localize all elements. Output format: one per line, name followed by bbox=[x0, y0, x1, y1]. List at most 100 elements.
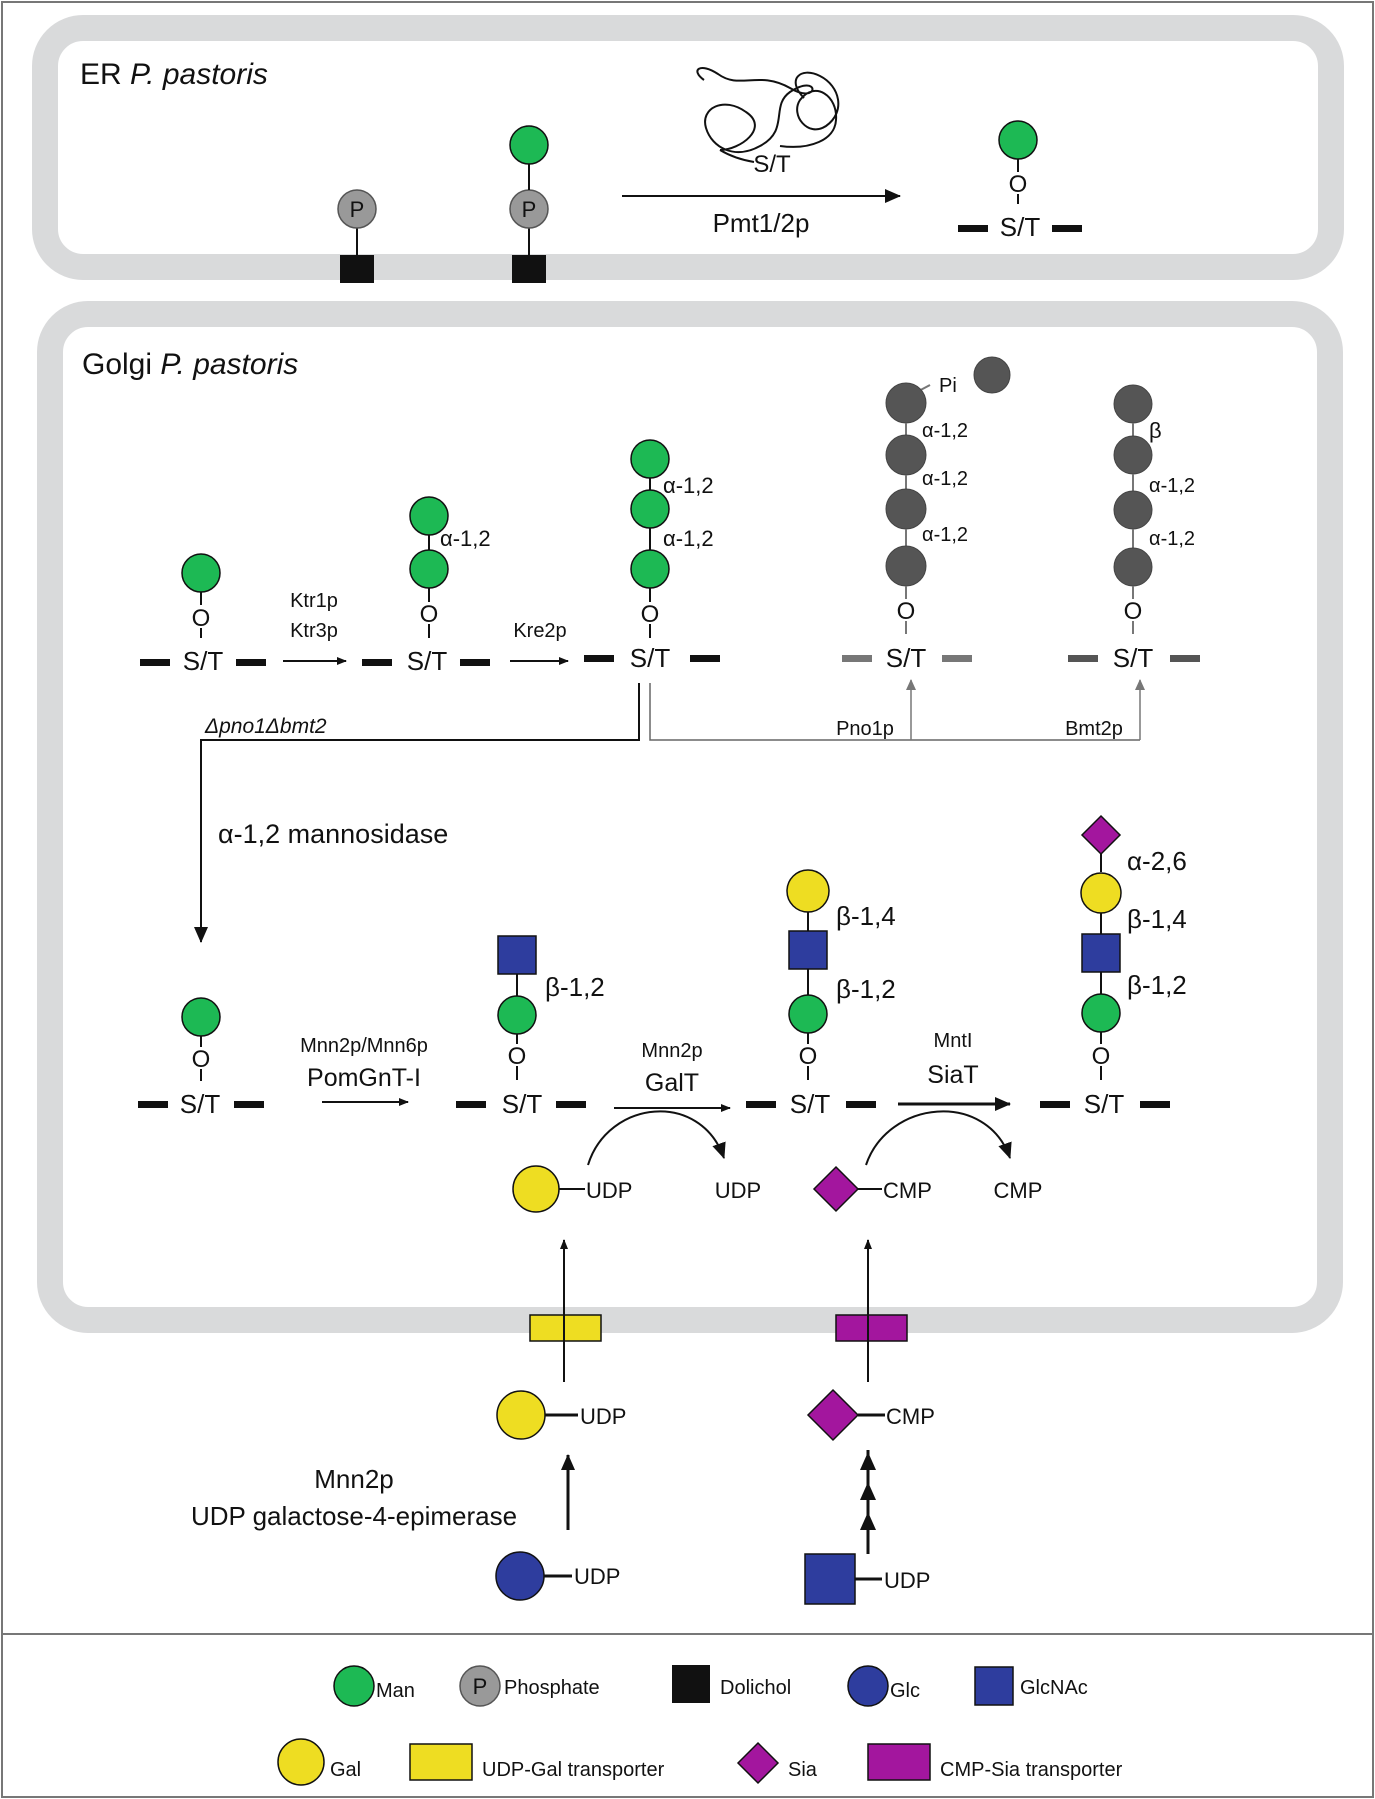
legend-glc: Glc bbox=[890, 1680, 920, 1702]
linkage-label: β-1,2 bbox=[1127, 970, 1187, 1000]
phosphate-icon bbox=[459, 1665, 501, 1707]
er-membrane bbox=[32, 15, 1344, 280]
udp-label: UDP bbox=[580, 1404, 626, 1429]
protein-chain bbox=[696, 66, 840, 163]
peptide-right bbox=[846, 1101, 876, 1108]
mannose-icon bbox=[181, 553, 221, 593]
peptide-right bbox=[942, 655, 972, 662]
bmt2p-label: Bmt2p bbox=[1065, 718, 1123, 740]
legend-udp-gal-transporter: UDP-Gal transporter bbox=[482, 1759, 665, 1781]
peptide-left bbox=[138, 1101, 168, 1108]
siat-donor-curve bbox=[865, 1110, 1012, 1166]
linker-o: O bbox=[192, 605, 211, 632]
phosphate-letter: P bbox=[522, 197, 537, 222]
linkage-label: β-1,2 bbox=[545, 972, 605, 1002]
mannose-icon bbox=[509, 125, 549, 165]
site-label: S/T bbox=[180, 1089, 221, 1119]
site-label: S/T bbox=[630, 643, 671, 673]
peptide-right bbox=[690, 655, 720, 662]
cmp-label: CMP bbox=[886, 1404, 935, 1429]
linkage-label: α-1,2 bbox=[440, 526, 491, 551]
linkage-label: β-1,4 bbox=[836, 901, 896, 931]
epimerase-line1: Mnn2p bbox=[314, 1464, 394, 1494]
udp-glcnac-cytosol: UDP bbox=[804, 1553, 930, 1605]
peptide-left bbox=[1068, 655, 1098, 662]
peptide-left bbox=[362, 659, 392, 666]
cmp-sia-transporter-icon bbox=[867, 1743, 931, 1781]
linkage-label: α-1,2 bbox=[922, 524, 968, 546]
linkage-label: α-1,2 bbox=[1149, 475, 1195, 497]
linker-o: O bbox=[799, 1043, 818, 1070]
mannose-icon bbox=[885, 434, 927, 476]
linker-o: O bbox=[897, 598, 916, 625]
arrow-head bbox=[860, 1482, 876, 1500]
peptide-right bbox=[460, 659, 490, 666]
linkage-label: α-1,2 bbox=[922, 420, 968, 442]
pmt-enzyme-label: Pmt1/2p bbox=[713, 208, 810, 238]
site-label: S/T bbox=[1113, 643, 1154, 673]
linker-o: O bbox=[192, 1046, 211, 1073]
udp-gal-transporter-icon bbox=[409, 1743, 473, 1781]
mannose-icon bbox=[885, 382, 927, 424]
site-label: S/T bbox=[502, 1089, 543, 1119]
glucose-icon bbox=[495, 1551, 545, 1601]
galactose-icon bbox=[1080, 872, 1122, 914]
peptide-right bbox=[1140, 1101, 1170, 1108]
udp-gal-cytosol: UDP bbox=[496, 1390, 626, 1440]
legend-dolichol: Dolichol bbox=[720, 1677, 791, 1699]
site-label: S/T bbox=[1000, 212, 1041, 242]
cmp-label: CMP bbox=[883, 1178, 932, 1203]
linkage-label: β-1,4 bbox=[1127, 904, 1187, 934]
peptide-right bbox=[234, 1101, 264, 1108]
legend-man: Man bbox=[376, 1680, 415, 1702]
bottom-man: O S/T bbox=[138, 997, 264, 1119]
mnti-label: MntI bbox=[934, 1030, 973, 1052]
golgi-man3: α-1,2 α-1,2 O S/T bbox=[584, 439, 720, 673]
protein-site-label: S/T bbox=[753, 151, 791, 178]
bottom-glcnac-man: β-1,2 O S/T bbox=[456, 935, 605, 1119]
golgi-compartment: Golgi P. pastoris O S/T Ktr1p Ktr3p α-1,… bbox=[37, 301, 1343, 1382]
mannose-icon bbox=[181, 997, 221, 1037]
arrow-head bbox=[860, 1512, 876, 1530]
pno1-product: Pi α-1,2 α-1,2 α-1,2 O S/T bbox=[842, 356, 1011, 673]
mannose-icon bbox=[1113, 435, 1153, 475]
mannose-icon bbox=[1081, 993, 1121, 1033]
glcnac-icon bbox=[804, 1553, 856, 1605]
linker-o: O bbox=[641, 601, 660, 628]
sialic-acid-icon bbox=[806, 1388, 860, 1442]
glcnac-icon bbox=[1081, 933, 1121, 973]
phosphate-letter: P bbox=[350, 197, 365, 222]
site-label: S/T bbox=[183, 646, 224, 676]
unfolded-protein: S/T bbox=[696, 66, 840, 178]
mannose-icon bbox=[788, 994, 828, 1034]
peptide-right bbox=[236, 659, 266, 666]
mannose-icon bbox=[630, 549, 670, 589]
dolichol-icon bbox=[340, 255, 374, 283]
epimerase-line2: UDP galactose-4-epimerase bbox=[191, 1501, 517, 1531]
knockout-path bbox=[194, 683, 640, 943]
glucose-icon bbox=[847, 1665, 889, 1707]
dolichol-phosphate: P bbox=[337, 189, 377, 283]
mnn2p-label: Mnn2p bbox=[641, 1040, 702, 1062]
siat-label: SiaT bbox=[927, 1061, 978, 1089]
galt-donor-curve bbox=[587, 1110, 726, 1166]
ktr3p-label: Ktr3p bbox=[290, 620, 338, 642]
er-compartment: ER P. pastoris P P S/T Pmt1/2p bbox=[32, 15, 1344, 283]
cmp-sia-cytosol: CMP bbox=[806, 1388, 935, 1442]
mannose-icon bbox=[1113, 490, 1153, 530]
pno1p-label: Pno1p bbox=[836, 718, 894, 740]
knockout-label: Δpno1Δbmt2 bbox=[204, 715, 327, 738]
cmp-sia-transporter bbox=[835, 1314, 908, 1342]
mannose-icon bbox=[885, 545, 927, 587]
peptide-left bbox=[842, 655, 872, 662]
golgi-man1: O S/T bbox=[140, 553, 266, 676]
linkage-label: α-1,2 bbox=[922, 468, 968, 490]
udp-label: UDP bbox=[586, 1178, 632, 1203]
cmp-sia-golgi: CMP bbox=[812, 1165, 932, 1213]
dolichol-icon bbox=[512, 255, 546, 283]
site-label: S/T bbox=[790, 1089, 831, 1119]
udp-label: UDP bbox=[574, 1564, 620, 1589]
bottom-gal-glcnac-man: β-1,4 β-1,2 O S/T bbox=[746, 869, 896, 1119]
peptide-left bbox=[140, 659, 170, 666]
